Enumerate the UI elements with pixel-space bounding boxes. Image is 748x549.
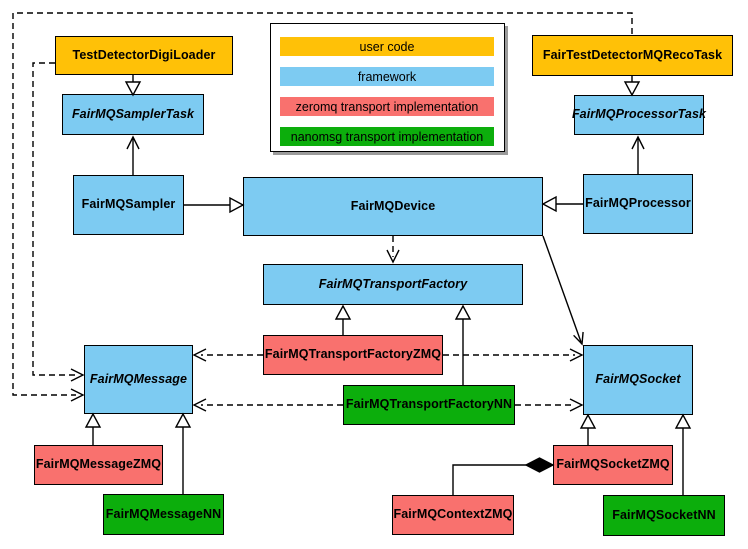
edge-tfnn-message: [192, 398, 343, 412]
class-box-fairmqtransportfactoryzmq: FairMQTransportFactoryZMQ: [263, 335, 443, 375]
edge-device-transportfactory: [386, 236, 400, 264]
edge-processor-processortask: [631, 135, 645, 174]
edge-contextzmq-socketzmq: [452, 457, 555, 495]
legend-item-nanomsg: nanomsg transport implementation: [280, 127, 494, 146]
edge-socketnn-socket: [674, 413, 692, 495]
class-box-fairmqsamplertask: FairMQSamplerTask: [62, 94, 204, 135]
edge-sampler-samplertask: [126, 135, 140, 175]
legend: user code framework zeromq transport imp…: [270, 23, 505, 152]
class-box-fairmqprocessortask: FairMQProcessorTask: [572, 95, 706, 135]
class-box-fairmqmessage: FairMQMessage: [84, 345, 193, 414]
class-box-fairtestdetectormqrecotask: FairTestDetectorMQRecoTask: [532, 35, 733, 76]
class-box-fairmqmessagezmq: FairMQMessageZMQ: [34, 445, 163, 485]
edge-digiloader-samplertask: [124, 75, 142, 97]
class-box-fairmqprocessor: FairMQProcessor: [583, 174, 693, 234]
class-box-fairmqdevice: FairMQDevice: [243, 177, 543, 236]
class-box-fairmqcontextzmq: FairMQContextZMQ: [392, 495, 514, 535]
class-box-testdetectordigiloader: TestDetectorDigiLoader: [55, 36, 233, 75]
edge-recotask-processortask: [623, 76, 641, 97]
edge-sampler-device: [184, 196, 245, 214]
edge-tfzmq-socket: [443, 348, 584, 362]
class-box-fairmqsocketnn: FairMQSocketNN: [603, 495, 725, 536]
class-box-fairmqsocketzmq: FairMQSocketZMQ: [553, 445, 673, 485]
class-box-fairmqtransportfactorynn: FairMQTransportFactoryNN: [343, 385, 515, 425]
edge-tfzmq-message: [192, 348, 263, 362]
class-box-fairmqmessagenn: FairMQMessageNN: [103, 494, 224, 535]
edge-messagezmq-message: [84, 412, 102, 445]
legend-item-zeromq: zeromq transport implementation: [280, 97, 494, 116]
edge-messagenn-message: [174, 412, 192, 494]
edge-socketzmq-socket: [579, 413, 597, 445]
edge-device-socket: [542, 235, 584, 346]
class-box-fairmqtransportfactory: FairMQTransportFactory: [263, 264, 523, 305]
class-box-fairmqsocket: FairMQSocket: [583, 345, 693, 415]
edge-tfnn-transportfactory: [454, 304, 472, 385]
edge-tfnn-socket: [515, 398, 584, 412]
edge-processor-device: [541, 195, 583, 213]
legend-item-framework: framework: [280, 67, 494, 86]
edge-tfzmq-transportfactory: [334, 304, 352, 335]
legend-item-user-code: user code: [280, 37, 494, 56]
class-box-fairmqsampler: FairMQSampler: [73, 175, 184, 235]
